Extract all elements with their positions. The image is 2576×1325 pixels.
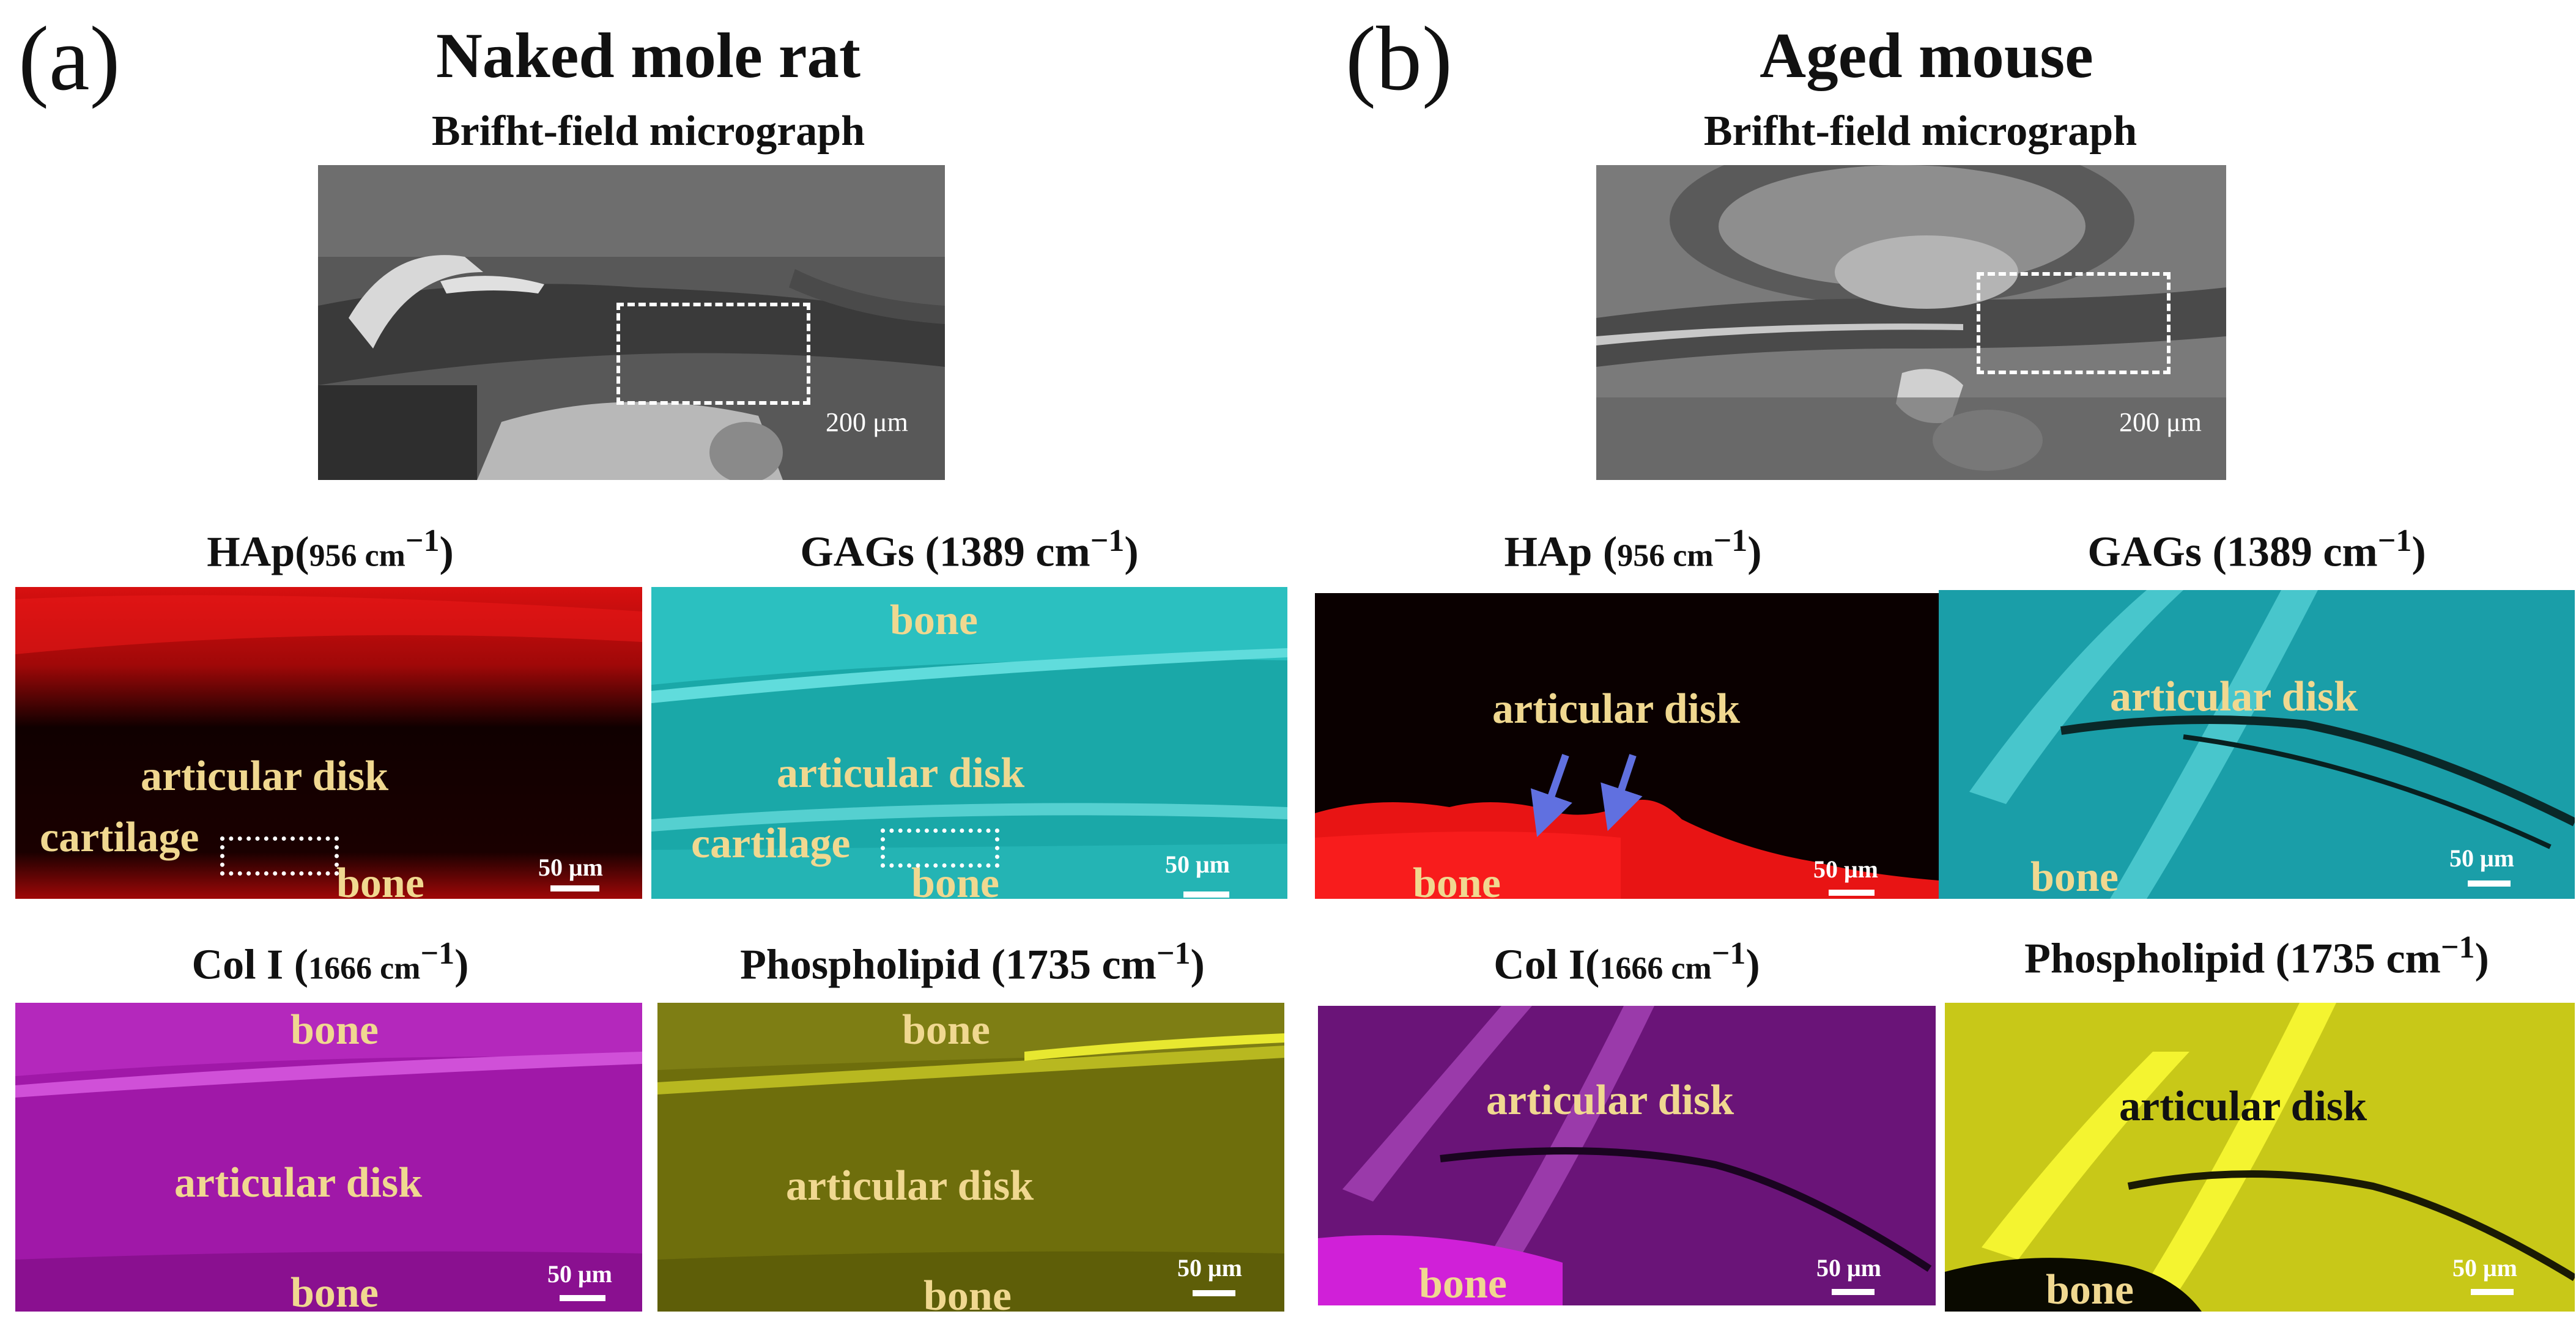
panel-a-hap-roi xyxy=(220,836,339,876)
panel-a-hap-image xyxy=(15,587,642,899)
panel-a-gags-label-cartilage: cartilage xyxy=(691,820,851,867)
panel-a-col-scale-label: 50 μm xyxy=(547,1260,612,1288)
panel-b-col-label-articular-disk: articular disk xyxy=(1486,1077,1734,1124)
panel-a-title: Naked mole rat xyxy=(435,20,861,91)
panel-b-col-label-bone: bone xyxy=(1419,1260,1507,1307)
panel-a-hap-label-bone: bone xyxy=(336,860,424,907)
panel-b-hap-label-articular-disk: articular disk xyxy=(1492,685,1741,733)
panel-a-gags-label-articular-disk: articular disk xyxy=(777,750,1025,797)
panel-b-brightfield-title: Brifht-field micrograph xyxy=(1703,108,2137,155)
panel-a-hap-title: HAp(956 cm−1) xyxy=(207,523,454,576)
panel-a-gags-label-bone-top: bone xyxy=(890,597,978,644)
panel-b-hap-image xyxy=(1315,593,1939,899)
panel-b-gags-image xyxy=(1939,590,2575,899)
panel-a-col-title: Col I (1666 cm−1) xyxy=(191,936,469,989)
panel-a-brightfield-scale-label: 200 μm xyxy=(826,407,908,437)
panel-b-phos-label-articular-disk: articular disk xyxy=(2119,1083,2367,1130)
panel-a-brightfield-title: Brifht-field micrograph xyxy=(431,108,865,155)
panel-a-phos-label-articular-disk: articular disk xyxy=(786,1162,1034,1209)
panel-b-col-scale-bar xyxy=(1832,1289,1875,1295)
panel-b-col-image xyxy=(1318,1006,1936,1305)
panel-b-phos-scale-bar xyxy=(2471,1289,2514,1295)
panel-b-gags-scale-bar xyxy=(2468,880,2511,887)
panel-a-brightfield-image xyxy=(318,165,945,480)
panel-b-hap-scale-bar xyxy=(1829,890,1875,896)
panel-b-hap-arrows xyxy=(1530,754,1643,837)
panel-a-col-label-articular-disk: articular disk xyxy=(174,1159,423,1206)
panel-a-brightfield-roi xyxy=(616,303,810,405)
panel-a-phos-scale-label: 50 μm xyxy=(1177,1254,1242,1282)
panel-a-gags-scale-label: 50 μm xyxy=(1165,851,1230,878)
panel-a-col-label-bone-top: bone xyxy=(291,1006,379,1054)
panel-b-phos-title: Phospholipid (1735 cm−1) xyxy=(2024,930,2489,983)
panel-a-col-label-bone-bottom: bone xyxy=(291,1269,379,1316)
panel-a-phos-label-bone-bottom: bone xyxy=(923,1272,1012,1319)
panel-b-letter: (b) xyxy=(1345,8,1453,109)
panel-b-hap-label-bone: bone xyxy=(1413,860,1501,907)
panel-a-letter: (a) xyxy=(18,8,120,109)
panel-b-col-scale-label: 50 μm xyxy=(1816,1254,1881,1282)
panel-b-phos-label-bone: bone xyxy=(2046,1266,2134,1313)
panel-a-col-image xyxy=(15,1003,642,1312)
panel-b-gags-label-bone: bone xyxy=(2030,854,2119,901)
panel-b-gags-title: GAGs (1389 cm−1) xyxy=(2087,523,2426,576)
panel-a-phos-label-bone-top: bone xyxy=(902,1006,990,1054)
panel-b-col-title: Col I(1666 cm−1) xyxy=(1493,936,1760,989)
panel-a-hap-scale-label: 50 μm xyxy=(538,854,603,881)
panel-b-brightfield-image xyxy=(1596,165,2226,480)
panel-b-hap-title: HAp (956 cm−1) xyxy=(1504,523,1762,576)
panel-a-gags-roi xyxy=(881,829,999,868)
panel-a-phos-image xyxy=(657,1003,1284,1312)
panel-a-gags-image xyxy=(651,587,1287,899)
panel-a-hap-label-articular-disk: articular disk xyxy=(141,753,389,800)
panel-b-gags-scale-label: 50 μm xyxy=(2449,844,2514,872)
panel-b-hap-scale-label: 50 μm xyxy=(1813,855,1878,883)
panel-b-phos-image xyxy=(1945,1003,2575,1312)
panel-a-gags-title: GAGs (1389 cm−1) xyxy=(800,523,1139,576)
panel-a-col-scale-bar xyxy=(560,1295,605,1301)
panel-b-phos-scale-label: 50 μm xyxy=(2452,1254,2517,1282)
panel-b-gags-label-articular-disk: articular disk xyxy=(2110,673,2358,720)
panel-b-brightfield-scale-label: 200 μm xyxy=(2119,407,2202,437)
panel-a-gags-scale-bar xyxy=(1183,891,1229,898)
panel-a-phos-scale-bar xyxy=(1193,1290,1235,1296)
panel-b-title: Aged mouse xyxy=(1760,20,2093,91)
panel-a-phos-title: Phospholipid (1735 cm−1) xyxy=(740,936,1205,989)
panel-a-hap-label-cartilage: cartilage xyxy=(40,814,199,861)
panel-a-hap-scale-bar xyxy=(550,885,599,891)
panel-b-brightfield-roi xyxy=(1977,272,2171,374)
